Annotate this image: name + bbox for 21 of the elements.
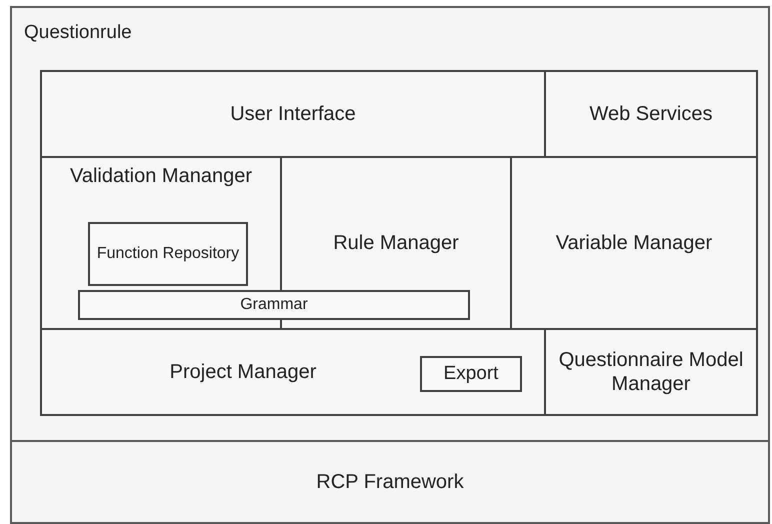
module-label: Function Repository bbox=[96, 244, 240, 264]
module-label: Rule Manager bbox=[333, 231, 459, 255]
module-label: User Interface bbox=[230, 102, 356, 126]
module-box bbox=[420, 356, 522, 392]
module-box bbox=[544, 70, 758, 158]
container-box bbox=[10, 6, 770, 442]
module-box bbox=[78, 290, 470, 320]
module-label: Project Manager bbox=[170, 360, 318, 384]
module-box bbox=[88, 222, 248, 286]
module-label: Questionrule bbox=[24, 22, 132, 45]
module-box bbox=[544, 328, 758, 416]
module-label: Export bbox=[444, 362, 498, 386]
module-label: RCP Framework bbox=[316, 470, 464, 494]
module-box bbox=[40, 328, 546, 416]
module-label: Grammar bbox=[240, 295, 308, 315]
module-label: Questionnaire Model Manager bbox=[558, 348, 744, 396]
framework-box bbox=[10, 440, 770, 524]
module-label: Variable Manager bbox=[556, 231, 712, 255]
module-label: Web Services bbox=[589, 102, 712, 126]
module-box bbox=[40, 70, 546, 158]
module-label: Validation Mananger bbox=[70, 164, 252, 188]
